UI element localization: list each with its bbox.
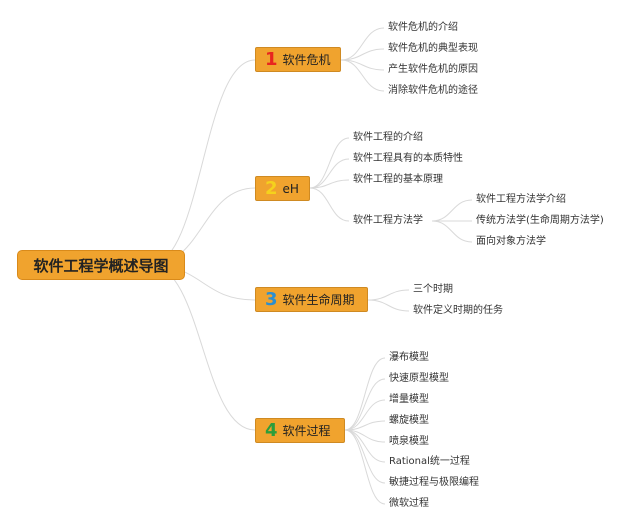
- topic-2-item[interactable]: 软件工程的基本原理: [353, 174, 443, 185]
- connector-topic-1-item: [340, 48, 385, 61]
- connector-topic-2-item: [309, 179, 350, 189]
- connector-topic-1-item: [340, 59, 385, 92]
- topic-3-item[interactable]: 三个时期: [413, 284, 453, 295]
- connector-topic-2-subitem: [431, 220, 473, 243]
- topic-1-item[interactable]: 消除软件危机的途径: [388, 85, 478, 96]
- topic-3-node[interactable]: 3 软件生命周期: [255, 287, 368, 312]
- topic-1-node[interactable]: 1 软件危机: [255, 47, 341, 72]
- connector-root-topic-4: [149, 264, 256, 431]
- root-topic-label: 软件工程学概述导图: [33, 256, 169, 275]
- topic-2-item[interactable]: 软件工程的介绍: [353, 132, 423, 143]
- connector-topic-4-item: [344, 429, 386, 505]
- topic-2-label: eH: [282, 181, 299, 196]
- number-3-icon: 3: [265, 288, 278, 310]
- connector-topic-2-item: [309, 137, 350, 189]
- connector-topic-3-item: [367, 299, 410, 312]
- topic-4-item[interactable]: 微软过程: [389, 498, 429, 509]
- number-2-icon: 2: [265, 177, 278, 199]
- number-1-icon: 1: [265, 48, 278, 70]
- topic-1-label: 软件危机: [282, 53, 331, 67]
- topic-3-item[interactable]: 软件定义时期的任务: [413, 305, 503, 316]
- topic-4-item[interactable]: 螺旋模型: [389, 415, 429, 426]
- topic-4-item[interactable]: Rational统一过程: [389, 456, 470, 467]
- connector-topic-2-item: [309, 158, 350, 189]
- connector-topic-2-item: [309, 187, 350, 222]
- topic-2-item[interactable]: 软件工程具有的本质特性: [353, 153, 463, 164]
- topic-4-item[interactable]: 喷泉模型: [389, 436, 429, 447]
- root-topic[interactable]: 软件工程学概述导图: [17, 250, 185, 280]
- topic-2-subitem[interactable]: 传统方法学(生命周期方法学): [476, 215, 604, 226]
- topic-4-node[interactable]: 4 软件过程: [255, 418, 345, 443]
- topic-4-item[interactable]: 敏捷过程与极限编程: [389, 477, 479, 488]
- topic-4-label: 软件过程: [282, 424, 331, 438]
- connector-topic-4-item: [344, 429, 386, 484]
- connector-topic-4-item: [344, 399, 386, 431]
- topic-2-subitem[interactable]: 面向对象方法学: [476, 236, 546, 247]
- topic-1-item[interactable]: 软件危机的典型表现: [388, 43, 478, 54]
- connector-topic-4-item: [344, 378, 386, 431]
- connector-topic-1-item: [340, 27, 385, 61]
- topic-4-item[interactable]: 快速原型模型: [389, 373, 449, 384]
- connector-topic-2-subitem: [431, 199, 473, 222]
- topic-1-item[interactable]: 产生软件危机的原因: [388, 64, 478, 75]
- connector-root-topic-1: [149, 59, 256, 266]
- topic-2-subitem[interactable]: 软件工程方法学介绍: [476, 194, 566, 205]
- topic-1-item[interactable]: 软件危机的介绍: [388, 22, 458, 33]
- connector-topic-4-item: [344, 357, 386, 431]
- topic-2-node[interactable]: 2 eH: [255, 176, 310, 201]
- topic-4-item[interactable]: 瀑布模型: [389, 352, 429, 363]
- connector-topic-3-item: [367, 289, 410, 301]
- topic-4-item[interactable]: 增量模型: [389, 394, 429, 405]
- topic-2-item[interactable]: 软件工程方法学: [353, 215, 423, 226]
- number-4-icon: 4: [265, 419, 278, 441]
- topic-3-label: 软件生命周期: [282, 293, 355, 307]
